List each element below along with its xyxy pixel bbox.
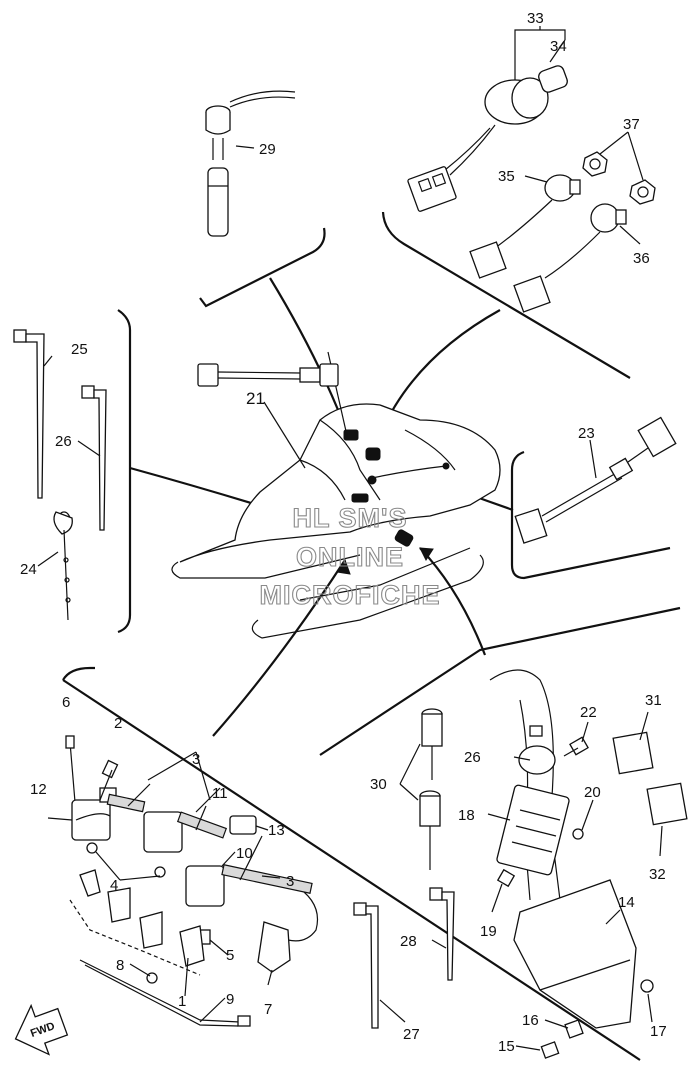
callout-1: 1 [178,993,186,1010]
callout-37: 37 [623,116,640,133]
callout-5: 5 [226,947,234,964]
callout-33: 33 [527,10,544,27]
callout-10: 10 [236,845,253,862]
callout-2: 2 [114,715,122,732]
callout-23: 23 [578,425,595,442]
callout-24: 24 [20,561,37,578]
callout-28: 28 [400,933,417,950]
wire-lead [514,416,677,544]
callout-14: 14 [618,894,635,911]
callout-31: 31 [645,692,662,709]
snowmobile-outline [171,351,501,639]
callout-12: 12 [30,781,47,798]
callout-6: 6 [62,694,70,711]
stop-switches [469,131,656,313]
main-switch-assembly [407,26,568,212]
callout-4: 4 [110,877,118,894]
callout-11: 11 [212,785,228,802]
callout-32: 32 [649,866,666,883]
callout-7: 7 [264,1001,272,1018]
callout-36: 36 [633,250,650,267]
forward-direction-badge [14,1003,69,1056]
watermark: HL SM'S ONLINE MICROFICHE [259,502,441,610]
callout-13: 13 [268,822,285,839]
callout-3-bottom: 3 [286,873,294,890]
callout-34: 34 [550,38,567,55]
callout-29: 29 [259,141,276,158]
cable-ties-left [13,329,107,621]
ignition-coil-assembly [47,735,319,1027]
callout-8: 8 [116,957,124,974]
temperature-sensor [205,90,296,237]
callout-21: 21 [246,389,265,408]
callout-35: 35 [498,168,515,185]
callout-18: 18 [458,807,475,824]
watermark-line1: HL SM'S [293,503,408,533]
callout-9: 9 [226,991,234,1008]
callout-17: 17 [650,1023,667,1040]
callout-22: 22 [580,704,597,721]
section-boundaries [62,211,681,1061]
cdi-unit-assembly [353,669,688,1059]
callout-26-left: 26 [55,433,72,450]
watermark-line3: MICROFICHE [260,580,441,610]
callout-30: 30 [370,776,387,793]
callout-15: 15 [498,1038,515,1055]
callout-19: 19 [480,923,497,940]
callout-20: 20 [584,784,601,801]
callout-25: 25 [71,341,88,358]
callout-3-top: 3 [192,751,200,768]
watermark-line2: ONLINE [296,542,404,572]
wire-harness [197,363,339,469]
callout-16: 16 [522,1012,539,1029]
callout-26-right: 26 [464,749,481,766]
callout-27: 27 [403,1026,420,1043]
